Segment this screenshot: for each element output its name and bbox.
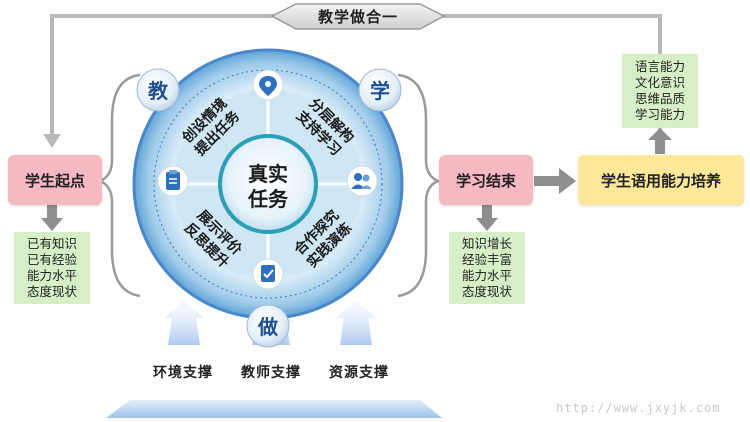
watermark: http://www.jxyjk.com [556, 401, 721, 415]
location-pin-icon [252, 69, 284, 101]
goal-up-arrow-head [648, 128, 672, 140]
center-title-line1: 真实 [248, 162, 288, 186]
badge-learn [358, 68, 402, 112]
end-down-arrow-shaft [482, 205, 492, 219]
goal-item: 学习能力 [634, 107, 685, 122]
goal-box: 学生语用能力培养 [578, 155, 744, 205]
center-title-line2: 任务 [247, 187, 289, 211]
support-resource: 资源支撑 [329, 365, 389, 381]
start-box: 学生起点 [8, 155, 102, 205]
badge-teach-label: 教 [148, 79, 169, 103]
start-item: 能力水平 [26, 268, 77, 283]
users-icon [346, 165, 378, 197]
start-down-arrow-shaft [47, 205, 57, 219]
start-item: 已有知识 [26, 236, 77, 251]
loop-arrow-head [43, 134, 61, 148]
goal-item: 思维品质 [634, 91, 685, 106]
goal-item: 文化意识 [634, 75, 685, 90]
badge-teach [136, 68, 180, 112]
badge-do [246, 304, 290, 348]
start-items-box: 已有知识 已有经验 能力水平 态度现状 [14, 232, 90, 304]
start-down-arrow-head [41, 218, 63, 231]
end-to-goal-arrow-shaft [534, 176, 560, 186]
end-down-arrow-head [476, 218, 498, 231]
badge-learn-label: 学 [370, 79, 390, 103]
end-to-goal-arrow-head [559, 168, 576, 194]
banner-title: 教学做合一 [317, 8, 398, 26]
banner-shape [270, 3, 446, 30]
support-environment: 环境支撑 [153, 365, 213, 381]
support-base [106, 400, 442, 418]
center-disc [218, 134, 318, 234]
support-beam-left [164, 300, 204, 345]
start-item: 态度现状 [26, 284, 77, 299]
task-check-icon [252, 258, 284, 290]
goal-item: 语言能力 [634, 59, 685, 74]
end-item: 经验丰富 [461, 252, 512, 267]
right-brace [397, 73, 442, 298]
badge-do-label: 做 [257, 315, 279, 339]
goal-items-box: 语言能力 文化意识 思维品质 学习能力 [622, 54, 698, 128]
support-teacher: 教师支撑 [241, 365, 301, 381]
clipboard-icon [157, 165, 189, 197]
end-item: 知识增长 [461, 236, 512, 251]
support-beam-right [336, 300, 376, 345]
goal-up-arrow-shaft [655, 138, 665, 154]
start-item: 已有经验 [26, 252, 77, 267]
end-item: 能力水平 [461, 268, 512, 283]
end-items-box: 知识增长 经验丰富 能力水平 态度现状 [449, 232, 525, 304]
end-item: 态度现状 [461, 284, 512, 299]
end-box: 学习结束 [439, 155, 533, 205]
